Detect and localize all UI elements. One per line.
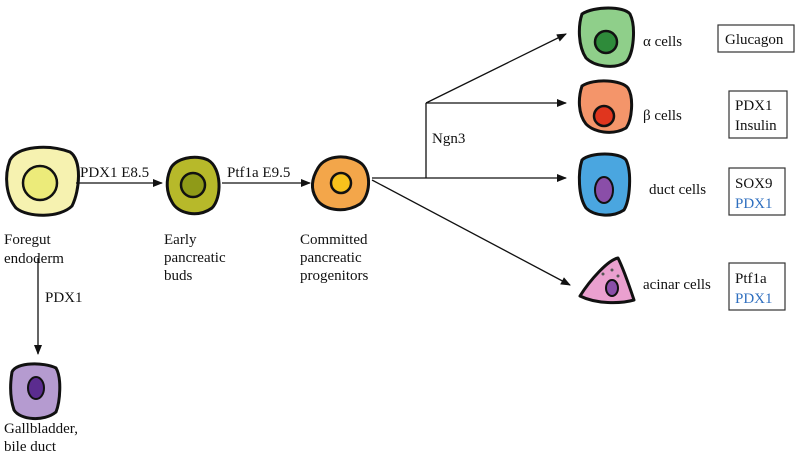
progenitors-label-line3: progenitors: [300, 268, 368, 284]
acinar-marker-pdx1: PDX1: [735, 291, 773, 307]
beta-cell: [577, 79, 634, 134]
buds-label-line3: buds: [164, 268, 193, 284]
foregut-endoderm-cell: [5, 145, 80, 217]
acinar-marker-ptf1a: Ptf1a: [735, 271, 767, 287]
duct-marker-box: [728, 167, 786, 216]
duct-cell: [577, 152, 632, 217]
beta-marker-box: [728, 90, 788, 139]
edge-label-pdx1-e85: PDX1 E8.5: [80, 165, 149, 181]
alpha-cells-label: α cells: [643, 34, 682, 50]
progenitors-label-line1: Committed: [300, 232, 368, 248]
alpha-cell: [577, 6, 635, 68]
acinar-marker-box: [728, 262, 786, 311]
gallbladder-cell: [9, 362, 62, 420]
acinar-cells-label: acinar cells: [643, 277, 711, 293]
alpha-marker-glucagon: Glucagon: [725, 32, 784, 48]
gallbladder-label-line2: bile duct: [4, 439, 57, 455]
foregut-label-line1: Foregut: [4, 232, 51, 248]
arrow-to-alpha: [425, 33, 567, 104]
committed-progenitors-cell: [310, 155, 370, 212]
early-pancreatic-buds-cell: [165, 155, 221, 216]
beta-marker-insulin: Insulin: [735, 118, 777, 134]
duct-marker-sox9: SOX9: [735, 176, 773, 192]
beta-marker-pdx1: PDX1: [735, 98, 773, 114]
duct-cells-label: duct cells: [649, 182, 706, 198]
progenitors-label-line2: pancreatic: [300, 250, 362, 266]
alpha-marker-box: [717, 24, 795, 53]
edge-label-ngn3: Ngn3: [432, 131, 465, 147]
gallbladder-label-line1: Gallbladder,: [4, 421, 78, 437]
foregut-label-line2: endoderm: [4, 251, 64, 267]
duct-marker-pdx1: PDX1: [735, 196, 773, 212]
acinar-cell: [578, 256, 636, 305]
beta-cells-label: β cells: [643, 108, 682, 124]
buds-label-line2: pancreatic: [164, 250, 226, 266]
edge-label-ptf1a-e95: Ptf1a E9.5: [227, 165, 290, 181]
arrow-to-acinar: [371, 179, 571, 286]
buds-label-line1: Early: [164, 232, 197, 248]
edge-label-pdx1: PDX1: [45, 290, 83, 306]
